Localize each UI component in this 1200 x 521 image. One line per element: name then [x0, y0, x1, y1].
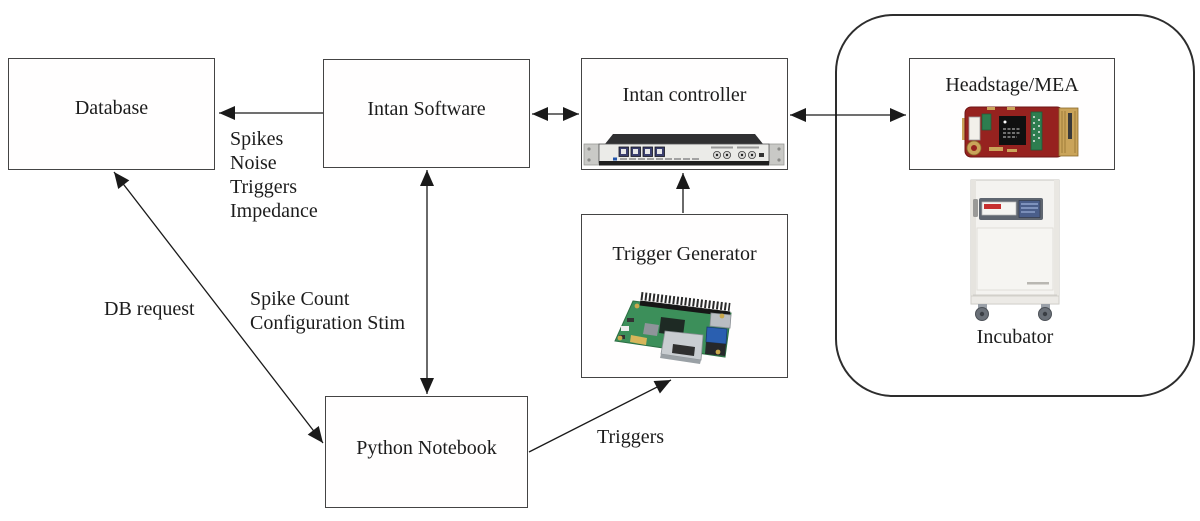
label-configuration-stim: Configuration Stim [250, 312, 405, 334]
incubator-label: Incubator [976, 326, 1054, 348]
label-noise: Noise [230, 152, 277, 174]
incubator-enclosure [835, 14, 1195, 397]
node-trigger-generator: Trigger Generator [581, 214, 788, 378]
incubator-photo [970, 179, 1060, 321]
label-triggers: Triggers [230, 176, 298, 198]
edge-software-to-database [219, 106, 323, 120]
node-intan-controller-label: Intan controller [622, 84, 747, 106]
edge-software-controller [532, 107, 579, 121]
label-spikes: Spikes [230, 128, 284, 150]
node-intan-controller: Intan controller [581, 58, 788, 170]
node-headstage-mea: Headstage/MEA [909, 58, 1115, 170]
edge-software-python [420, 170, 434, 394]
label-software-python: Spike Count Configuration Stim [250, 287, 405, 335]
label-triggers-edge: Triggers [597, 426, 665, 448]
node-python-notebook: Python Notebook [325, 396, 528, 508]
node-trigger-generator-label: Trigger Generator [612, 243, 757, 265]
label-spike-count: Spike Count [250, 288, 350, 310]
label-db-request: DB request [104, 298, 195, 320]
node-python-notebook-label: Python Notebook [356, 436, 497, 459]
edge-trigger-to-controller [676, 173, 690, 213]
node-intan-software: Intan Software [323, 59, 530, 168]
node-intan-software-label: Intan Software [367, 98, 486, 120]
node-headstage-mea-label: Headstage/MEA [945, 74, 1079, 96]
intan-controller-photo [583, 134, 785, 166]
node-database: Database [8, 58, 215, 170]
headstage-mea-photo [962, 106, 1079, 158]
label-software-to-database: Spikes Noise Triggers Impedance [230, 127, 318, 223]
label-impedance: Impedance [230, 200, 318, 222]
raspberry-pi-photo [614, 292, 732, 364]
node-database-label: Database [74, 96, 149, 119]
